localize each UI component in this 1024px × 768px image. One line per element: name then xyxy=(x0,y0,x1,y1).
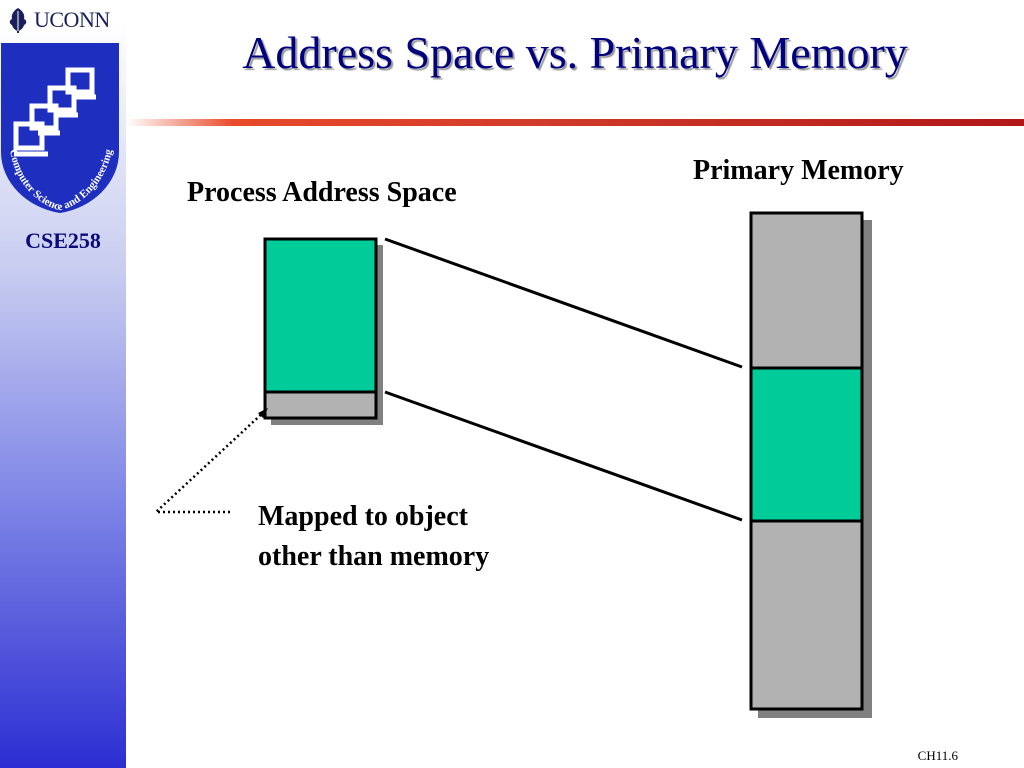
cse-logo: Computer Science and Engineering xyxy=(1,43,119,213)
course-code: CSE258 xyxy=(25,228,101,253)
slide-title: Address Space vs. Primary Memory xyxy=(242,27,908,78)
mapped-note-line2: other than memory xyxy=(258,541,490,572)
mapped-note-line1: Mapped to object xyxy=(258,501,468,532)
process-unmapped-region xyxy=(263,390,378,420)
mapping-line-top xyxy=(384,237,743,369)
primary-memory-label: Primary Memory xyxy=(693,155,904,186)
dotted-pointer-line xyxy=(152,409,267,514)
sidebar: UCONN Computer Science and Engineering C… xyxy=(0,0,126,768)
mapped-note: Mapped to object other than memory xyxy=(258,497,489,577)
uconn-brand-text: UCONN xyxy=(34,7,110,32)
uconn-brand: UCONN xyxy=(6,6,110,34)
memory-lower-region xyxy=(749,519,864,711)
oak-leaf-icon xyxy=(9,8,27,33)
process-address-space-label: Process Address Space xyxy=(187,177,457,208)
page-number: CH11.6 xyxy=(917,748,958,763)
computer-network-icon xyxy=(13,67,96,157)
dotted-pointer-arrowhead xyxy=(258,408,268,418)
memory-mapped-region xyxy=(749,366,864,523)
title-divider xyxy=(126,119,1024,126)
memory-upper-region xyxy=(749,211,864,370)
mapping-line-bottom xyxy=(384,390,743,522)
process-mapped-region xyxy=(263,237,378,394)
